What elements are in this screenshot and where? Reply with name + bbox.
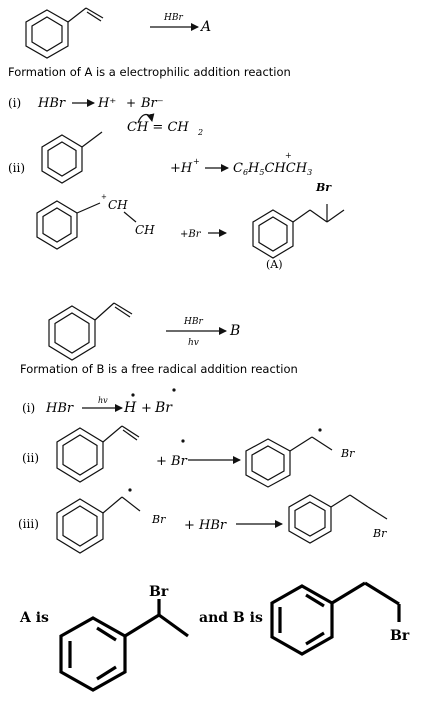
benzene-ring-a-ii bbox=[41, 131, 103, 184]
styrene-structure-b-ii bbox=[56, 425, 140, 483]
step-b-i-lhs: HBr bbox=[45, 401, 74, 416]
product-a-structure bbox=[252, 204, 345, 259]
step-a-iii-plus-charge: + bbox=[101, 193, 107, 201]
step-a-iii-ch3: CH bbox=[135, 223, 155, 237]
step-b-i-h-radical: H bbox=[123, 400, 137, 416]
step-b-iii-hbr: + HBr bbox=[184, 518, 227, 533]
styrene-structure-b bbox=[48, 302, 133, 361]
benzylic-radical-structure bbox=[245, 436, 333, 488]
benzyl-cation-ring bbox=[36, 200, 137, 250]
answer-section: A is Br and B is Br bbox=[19, 581, 410, 692]
radical-structure-b-iii bbox=[56, 496, 141, 554]
reagent-hbr: HBr bbox=[163, 13, 183, 23]
answer-a-br: Br bbox=[149, 584, 169, 600]
answer-b-br: Br bbox=[390, 628, 410, 644]
step-b-i-number: (i) bbox=[22, 401, 35, 415]
step-a-i-bromide: Br⁻ bbox=[140, 96, 164, 111]
reagent-hbr-b: HBr bbox=[183, 317, 203, 327]
step-b-i-hv: hv bbox=[98, 396, 108, 405]
step-a-ii-carbocation: C6H5CHCH3 bbox=[233, 161, 312, 177]
step-b-iii-product-br: Br bbox=[372, 527, 387, 540]
condition-hv-b: hv bbox=[188, 338, 199, 348]
step-b-ii-number: (ii) bbox=[22, 451, 39, 465]
part-a-reaction: HBr A Formation of A is a electrophilic … bbox=[8, 7, 345, 271]
benzylic-radical-dot bbox=[318, 428, 322, 432]
step-a-i-plus: + bbox=[126, 96, 136, 110]
step-b-i-br-radical: Br bbox=[154, 400, 173, 416]
step-a-ii-alkene-sub: 2 bbox=[197, 128, 203, 137]
heading-free-radical: Formation of B is a free radical additio… bbox=[20, 362, 298, 376]
br-radical-dot-ii bbox=[181, 439, 185, 443]
product-a-label: A bbox=[199, 19, 211, 35]
step-a-iii-bromide: +Br bbox=[180, 229, 202, 240]
step-a-i-proton: H⁺ bbox=[97, 96, 116, 111]
step-a-ii-proton: +H bbox=[170, 161, 193, 176]
radical-dot-iii bbox=[128, 488, 132, 492]
a-is-label: A is bbox=[19, 610, 49, 626]
product-b-label: B bbox=[229, 323, 240, 339]
step-b-ii-br-radical: + Br bbox=[156, 454, 188, 469]
step-b-iii-number: (iii) bbox=[18, 517, 39, 531]
product-b-structure-iii bbox=[288, 494, 388, 544]
carbocation-charge: + bbox=[285, 151, 292, 160]
heading-electrophilic: Formation of A is a electrophilic additi… bbox=[8, 65, 291, 79]
step-a-ii-number: (ii) bbox=[8, 161, 25, 175]
product-a-br: Br bbox=[315, 181, 332, 194]
step-a-i-lhs: HBr bbox=[37, 96, 66, 111]
and-b-is-label: and B is bbox=[199, 610, 263, 626]
answer-b-structure bbox=[270, 581, 401, 656]
styrene-structure bbox=[25, 7, 104, 59]
step-b-ii-product-br: Br bbox=[340, 447, 355, 460]
h-radical-dot bbox=[131, 393, 135, 397]
br-radical-dot bbox=[172, 388, 176, 392]
product-a-caption: (A) bbox=[266, 258, 283, 271]
step-b-iii-br: Br bbox=[151, 513, 166, 526]
step-a-i-number: (i) bbox=[8, 96, 21, 110]
step-a-iii-ch: CH bbox=[108, 198, 128, 212]
part-b-reaction: HBr hv B Formation of B is a free radica… bbox=[18, 302, 388, 554]
step-b-i-plus: + bbox=[141, 401, 152, 416]
curved-electron-arrow bbox=[137, 113, 155, 124]
step-a-ii-proton-sup: + bbox=[193, 157, 200, 166]
answer-a-structure bbox=[59, 599, 189, 692]
step-a-ii-alkene: CH = CH bbox=[127, 120, 189, 135]
